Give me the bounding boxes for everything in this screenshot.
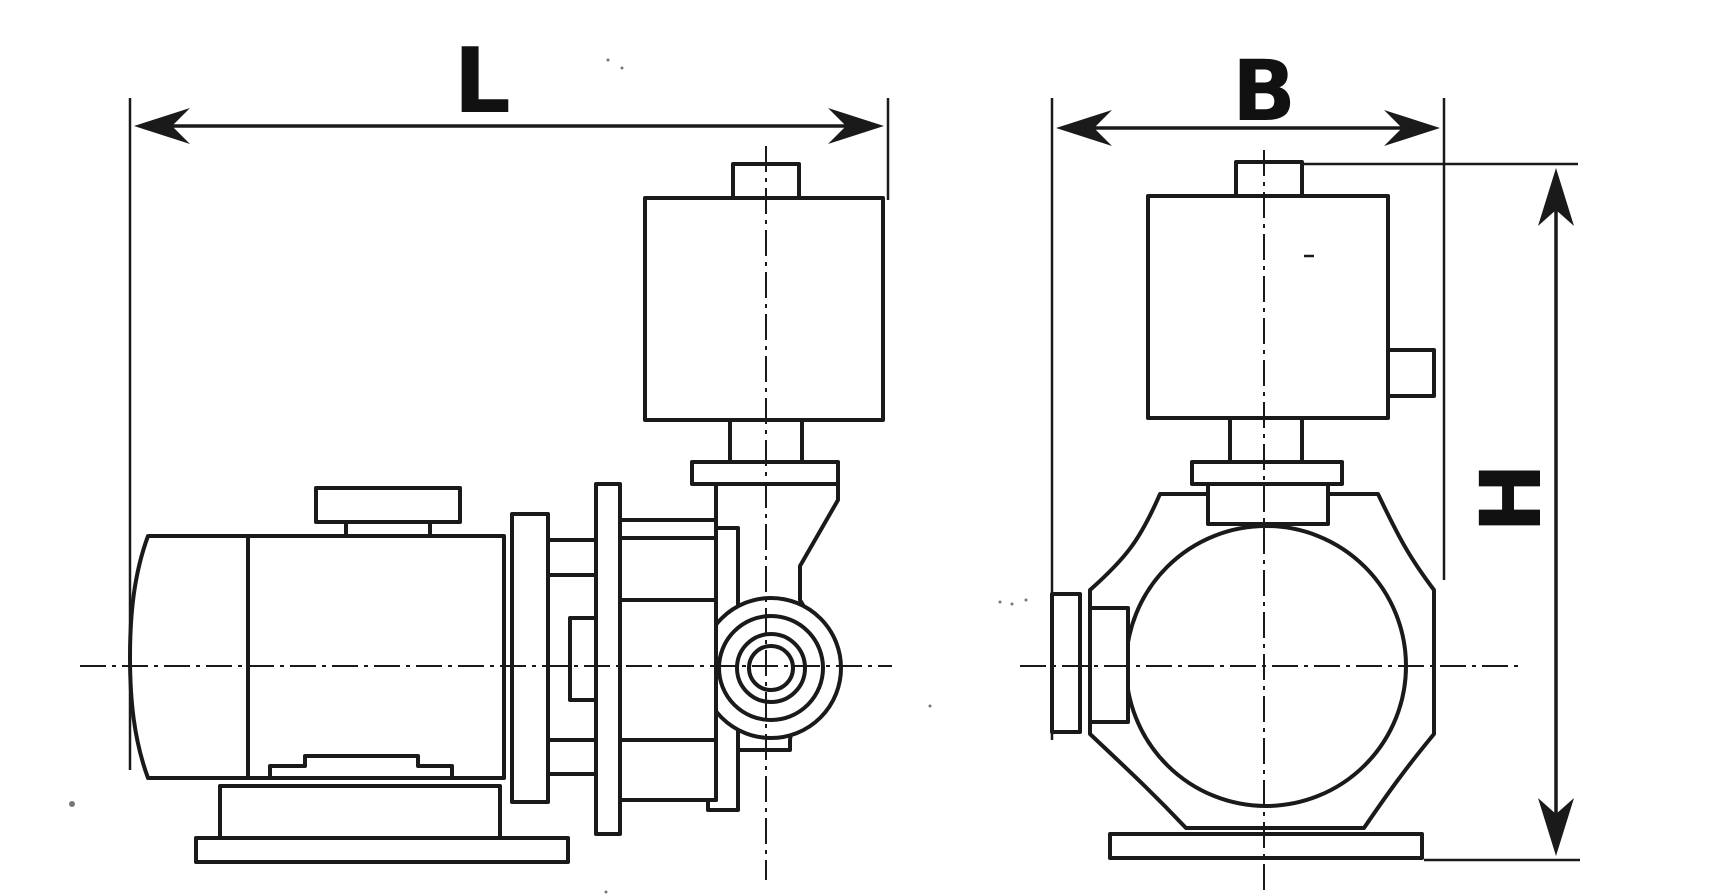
arrow-right-icon: [1384, 110, 1440, 146]
front-view: B H: [1020, 42, 1580, 890]
coupling-flange-right: [594, 482, 622, 836]
coupling-flange-left: [510, 512, 550, 804]
dimension-b: B: [1050, 42, 1446, 740]
cable-gland: [1386, 348, 1436, 398]
arrow-right-icon: [828, 108, 884, 144]
actuator-box: [643, 196, 885, 422]
speck: [69, 801, 75, 807]
outlet-flange-inner: [735, 632, 807, 704]
speck: [606, 58, 610, 62]
outlet-flange-outer: [699, 596, 843, 740]
dimension-label-l: L: [453, 29, 510, 134]
side-view: L: [80, 29, 892, 880]
scan-specks: [69, 58, 1028, 894]
pump-neck: [1206, 482, 1330, 526]
base-plate: [194, 836, 570, 864]
speck: [1024, 598, 1028, 602]
dimension-label-b: B: [1232, 42, 1296, 140]
actuator-side: [643, 162, 885, 486]
actuator-box: [1146, 194, 1390, 420]
actuator-cap: [1234, 160, 1304, 200]
actuator-front: [1146, 160, 1436, 486]
motor-foot-boss: [268, 754, 454, 780]
arrow-left-icon: [1056, 110, 1112, 146]
coupling-side: [510, 482, 718, 836]
speck: [604, 890, 608, 894]
arrow-left-icon: [134, 108, 190, 144]
speck: [1010, 602, 1014, 606]
terminal-box: [314, 486, 462, 524]
motor-body: [246, 534, 506, 780]
pump-head-side: [699, 482, 843, 812]
dimension-label-h: H: [1462, 463, 1560, 533]
coupling-housing: [618, 518, 718, 802]
speck: [928, 704, 932, 708]
arrow-down-icon: [1538, 798, 1574, 856]
speck: [620, 66, 624, 70]
base-plate: [1108, 832, 1424, 860]
arrow-up-icon: [1538, 168, 1574, 226]
motor-side: [128, 486, 570, 864]
speck: [998, 600, 1002, 604]
motor-mount: [218, 784, 502, 844]
dimension-h: H: [1300, 162, 1580, 862]
pump-body-front: [1050, 482, 1436, 860]
actuator-flange: [1190, 460, 1344, 486]
outlet-flange-mid: [717, 614, 825, 722]
inlet-flange: [1050, 592, 1082, 734]
outlet-bore: [747, 644, 795, 692]
shaft-hub: [568, 616, 598, 702]
actuator-stem: [1228, 416, 1304, 464]
motor-fan-cover: [128, 534, 250, 780]
